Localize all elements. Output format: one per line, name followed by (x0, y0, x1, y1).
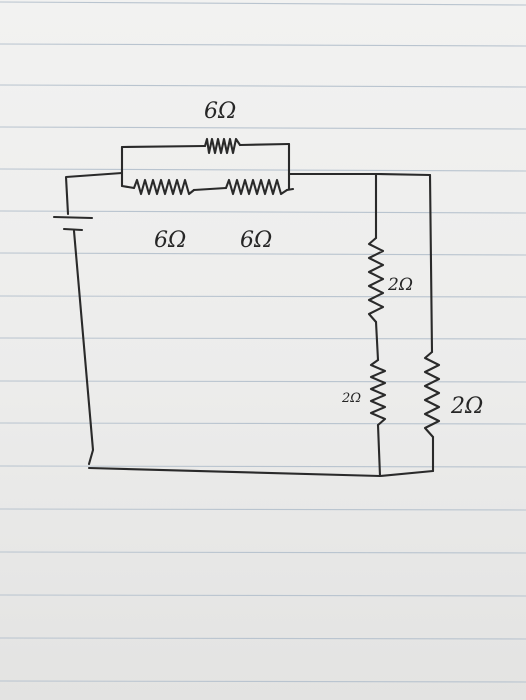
label-middle-upper-2ohm: 2Ω (387, 275, 413, 295)
middle-branch-wire (374, 172, 382, 478)
resistor-right-2ohm (423, 350, 441, 439)
label-bottom-right-6ohm: 6Ω (240, 228, 272, 253)
label-middle-lower-2ohm: 2Ω (341, 391, 361, 406)
resistor-bottom-left-6ohm (132, 178, 196, 196)
resistor-middle-lower-2ohm (369, 358, 387, 427)
top-branch-wire (120, 142, 291, 149)
label-top-6ohm: 6Ω (204, 99, 236, 124)
resistor-bottom-right-6ohm (224, 178, 289, 196)
notebook-rules (0, 1, 526, 683)
wire-top-right (287, 172, 432, 177)
battery-symbol (52, 215, 94, 232)
resistor-top-6ohm (203, 137, 242, 155)
wire-battery-to-parallel (64, 171, 124, 216)
resistor-middle-upper-2ohm (367, 236, 385, 324)
label-bottom-left-6ohm: 6Ω (154, 228, 186, 253)
right-branch-wire (428, 173, 435, 473)
wire-bottom (87, 466, 435, 478)
label-right-2ohm: 2Ω (450, 394, 483, 419)
wire-left-side (72, 229, 95, 466)
